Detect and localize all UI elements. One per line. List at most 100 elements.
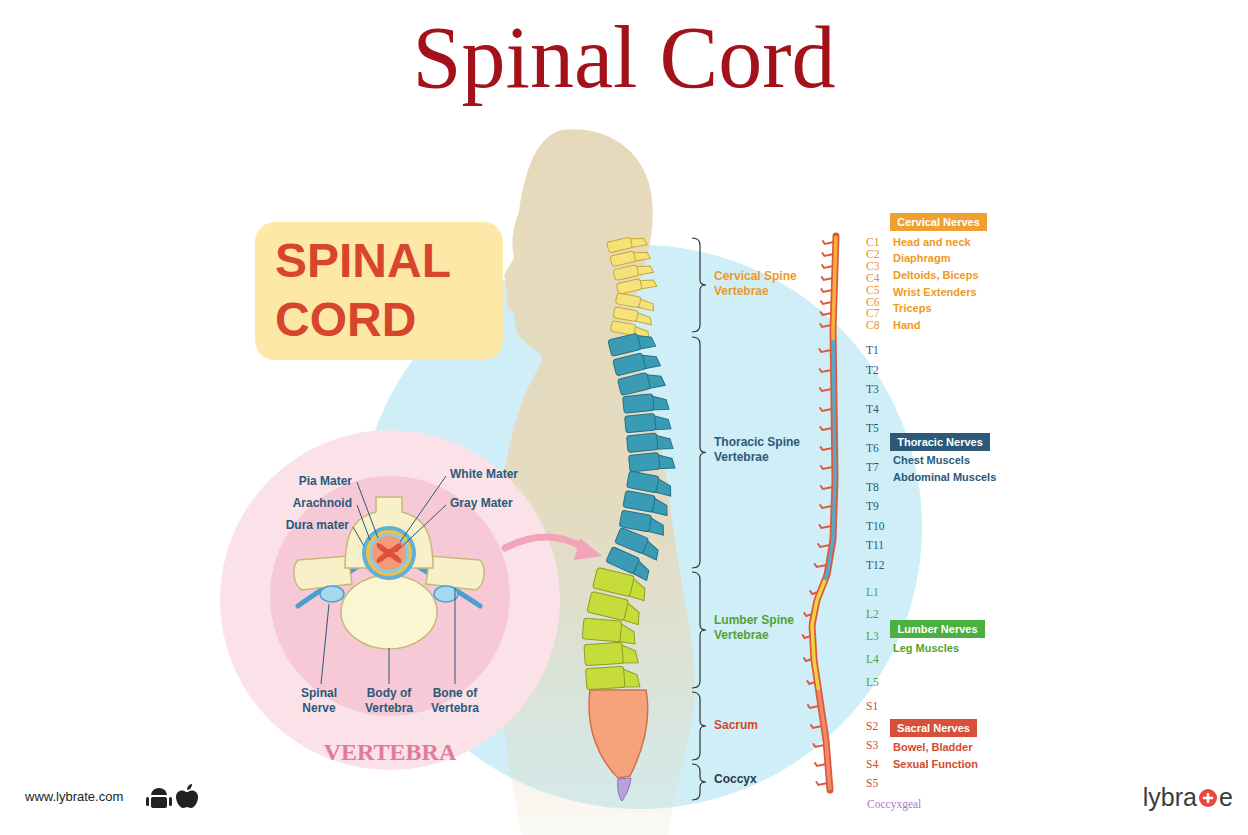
bracket [692,572,706,688]
vertebra [625,412,671,433]
segment-label: T4 [866,403,879,415]
part-label: White Mater [450,467,518,482]
segment-label: C8 [866,319,879,331]
vertebral-body [582,618,622,642]
segment-label: T11 [866,539,884,551]
vertebral-body [610,251,636,267]
function-label: Triceps [893,302,932,315]
cord-segment [833,236,836,340]
vertebral-body [623,491,656,513]
segment-label: S4 [866,758,878,770]
vertebral-body [587,591,629,620]
box-text: Thoracic Nerves [897,435,983,449]
bracket [692,692,706,760]
segment-label: L5 [866,676,879,688]
box-text: Lumber Nerves [897,622,977,636]
nerve-root [816,782,827,785]
leader-line [400,476,446,542]
part-label: Bone of Vertebra [423,686,487,716]
vertebral-body [616,279,642,295]
nerve-ganglion [434,586,458,602]
vertebra-circle-inner [270,476,510,716]
arachnoid [366,530,412,576]
segment-label: S2 [866,720,878,732]
vertebral-body [608,333,641,356]
nerve-root [819,525,831,528]
segment-label: S5 [866,777,878,789]
part-label: Body of Vertebra [357,686,421,716]
segment-label: C2 [866,248,879,260]
pointer-arrow [505,537,584,548]
segment-label: C1 [866,236,879,248]
segment-label: C3 [866,260,879,272]
function-label: Chest Muscels [893,454,970,467]
part-label: Dura mater [286,518,349,533]
section-header: Cervical Nerves [890,213,987,231]
nerve-root [821,301,832,304]
vertebral-body [613,307,639,322]
vertebral-body [607,237,633,253]
spinal-cord [803,236,836,790]
segment-label: S3 [866,739,878,751]
function-label: Diaphragm [893,252,950,265]
vertebra [610,247,651,267]
section-header: Thoracic Nerves [890,433,990,451]
vertebra [627,431,673,452]
segment-label: L1 [866,586,879,598]
vertebral-body [628,453,660,472]
vertebral-body [623,394,655,413]
segment-label: T7 [866,461,879,473]
vertebra [618,369,666,396]
function-label: Abdominal Muscels [893,471,996,484]
segment-label: Coccyxgeal [867,798,921,810]
region-label: Cervical Spine Vertebrae [714,269,814,299]
segment-label: C5 [866,284,879,296]
nerve-ganglion [320,586,344,602]
segment-label: T2 [866,364,879,376]
nerve-root [813,744,824,747]
title-box: SPINAL CORD [255,222,503,360]
logo-mark [1199,789,1217,807]
gray-matter [377,543,402,563]
nerve-root [808,705,819,708]
sacrum [589,690,648,778]
page-title: Spinal Cord [0,14,1248,102]
function-label: Deltoids, Biceps [893,269,979,282]
pointer-arrowhead [574,538,602,560]
cord-segment [812,580,825,690]
box-text: Sacral Nerves [897,721,970,735]
spine [582,234,675,691]
nerve-root [821,466,833,469]
logo-text: e [1219,783,1233,811]
segment-label: T8 [866,481,879,493]
segment-label: T3 [866,383,879,395]
vertebra [628,451,674,472]
logo-circle [1199,789,1217,807]
nerve-root [820,388,832,391]
segment-label: T10 [866,520,885,532]
brackets [692,238,706,800]
function-label: Sexual Function [893,758,978,771]
nerve-root [822,265,833,268]
segment-label: T9 [866,500,879,512]
body-silhouette [496,129,695,835]
transverse-process [294,556,352,590]
nerve-root [811,725,822,728]
leader-line [389,648,390,684]
segment-label: L3 [866,630,879,642]
logo-text: lybra [1143,783,1197,811]
android-icon [146,797,149,806]
vertebra-circle-outer [220,430,560,770]
vertebral-body [627,471,660,493]
nerve-root [820,408,832,411]
logo-plus [1207,793,1210,803]
vertebra [584,641,638,666]
function-label: Leg Muscles [893,642,959,655]
nerve-root [821,486,833,489]
vertebral-body [613,265,639,281]
vertebral-body [625,413,657,432]
nerve-root [815,763,826,766]
transverse-process [426,556,484,590]
figure-caption: VERTEBRA [324,738,457,766]
